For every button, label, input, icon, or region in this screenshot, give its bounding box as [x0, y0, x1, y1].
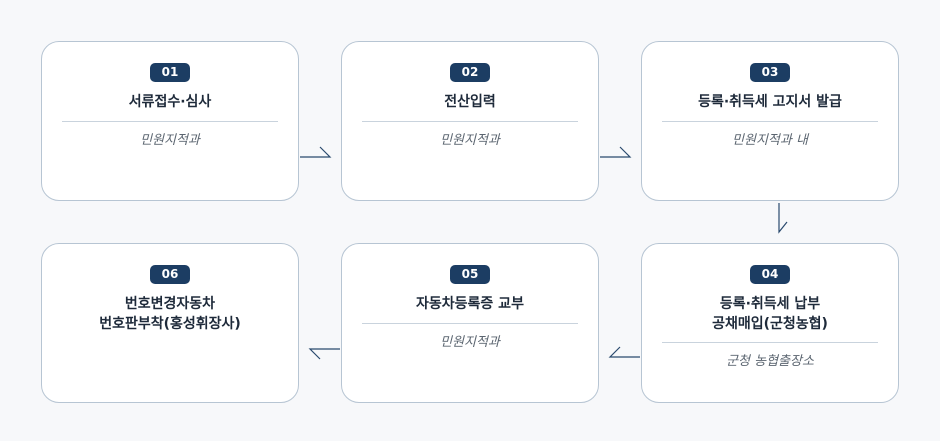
step-divider	[662, 342, 878, 343]
step-title-line: 등록·취득세 고지서 발급	[698, 94, 842, 110]
step-department: 민원지적과 내	[732, 133, 808, 148]
step-department: 민원지적과	[440, 335, 500, 350]
arrow-down-icon	[778, 203, 788, 234]
step-title-line: 번호판부착(홍성휘장사)	[99, 316, 241, 332]
step-number-badge: 06	[150, 265, 190, 284]
step-card-03: 03 등록·취득세 고지서 발급 민원지적과 내	[641, 41, 899, 201]
step-title-line: 등록·취득세 납부	[719, 296, 821, 312]
step-title-line: 서류접수·심사	[128, 94, 212, 110]
step-card-02: 02 전산입력 민원지적과	[341, 41, 599, 201]
step-card-05: 05 자동차등록증 교부 민원지적과	[341, 243, 599, 403]
step-card-06: 06 번호변경자동차 번호판부착(홍성휘장사)	[41, 243, 299, 403]
step-number-badge: 03	[750, 63, 790, 82]
arrow-right-icon	[600, 146, 632, 158]
step-title-line: 자동차등록증 교부	[416, 296, 524, 312]
step-department: 민원지적과	[440, 133, 500, 148]
step-title: 전산입력	[342, 92, 598, 112]
step-title: 자동차등록증 교부	[342, 294, 598, 314]
step-department: 군청 농협출장소	[726, 354, 814, 369]
step-department: 민원지적과	[140, 133, 200, 148]
step-divider	[362, 323, 578, 324]
step-divider	[62, 121, 278, 122]
step-number-badge: 04	[750, 265, 790, 284]
step-title: 등록·취득세 고지서 발급	[642, 92, 898, 112]
step-divider	[362, 121, 578, 122]
step-title-line: 전산입력	[444, 94, 496, 110]
arrow-left-icon	[308, 348, 340, 360]
step-number-badge: 05	[450, 265, 490, 284]
step-number-badge: 02	[450, 63, 490, 82]
step-title-line: 공채매입(군청농협)	[712, 316, 828, 332]
arrow-left-icon	[608, 346, 640, 358]
step-title-line: 번호변경자동차	[124, 296, 216, 312]
step-card-01: 01 서류접수·심사 민원지적과	[41, 41, 299, 201]
step-title: 서류접수·심사	[42, 92, 298, 112]
step-divider	[662, 121, 878, 122]
step-title: 등록·취득세 납부 공채매입(군청농협)	[642, 294, 898, 334]
step-card-04: 04 등록·취득세 납부 공채매입(군청농협) 군청 농협출장소	[641, 243, 899, 403]
arrow-right-icon	[300, 146, 332, 158]
step-title: 번호변경자동차 번호판부착(홍성휘장사)	[42, 294, 298, 334]
step-number-badge: 01	[150, 63, 190, 82]
